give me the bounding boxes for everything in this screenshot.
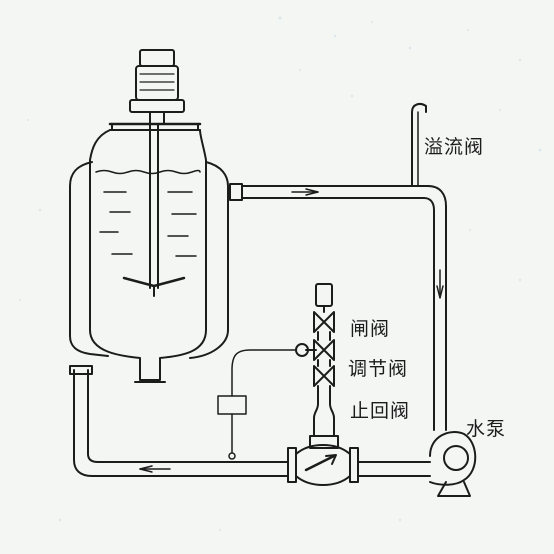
liquid-level-marks [95, 169, 201, 257]
jacket-top-nozzle [229, 183, 243, 201]
overflow-valve-tube [411, 103, 427, 187]
control-loop [217, 349, 297, 460]
top-pipe-inner [241, 197, 435, 431]
check-valve-body [287, 444, 359, 486]
label-overflow-valve: 溢流阀 [424, 136, 485, 158]
agitator-shaft [122, 123, 186, 297]
reactor-lid [108, 122, 202, 131]
bottom-pipe [73, 369, 289, 477]
heating-jacket [69, 161, 109, 357]
agitator-motor [129, 49, 185, 125]
valve-stack [295, 283, 339, 449]
label-check-valve: 止回阀 [350, 400, 411, 422]
heating-jacket-right [189, 161, 229, 359]
paper-texture [19, 16, 542, 531]
label-water-pump: 水泵 [466, 418, 507, 440]
label-gate-valve: 闸阀 [350, 318, 391, 340]
bottom-pipe-inner [87, 369, 289, 463]
label-regulating-valve: 调节阀 [348, 358, 409, 380]
reactor-vessel [89, 129, 207, 381]
top-pipe [241, 185, 447, 431]
bottom-pipe-flange [69, 365, 93, 375]
water-pump-body [429, 431, 477, 497]
